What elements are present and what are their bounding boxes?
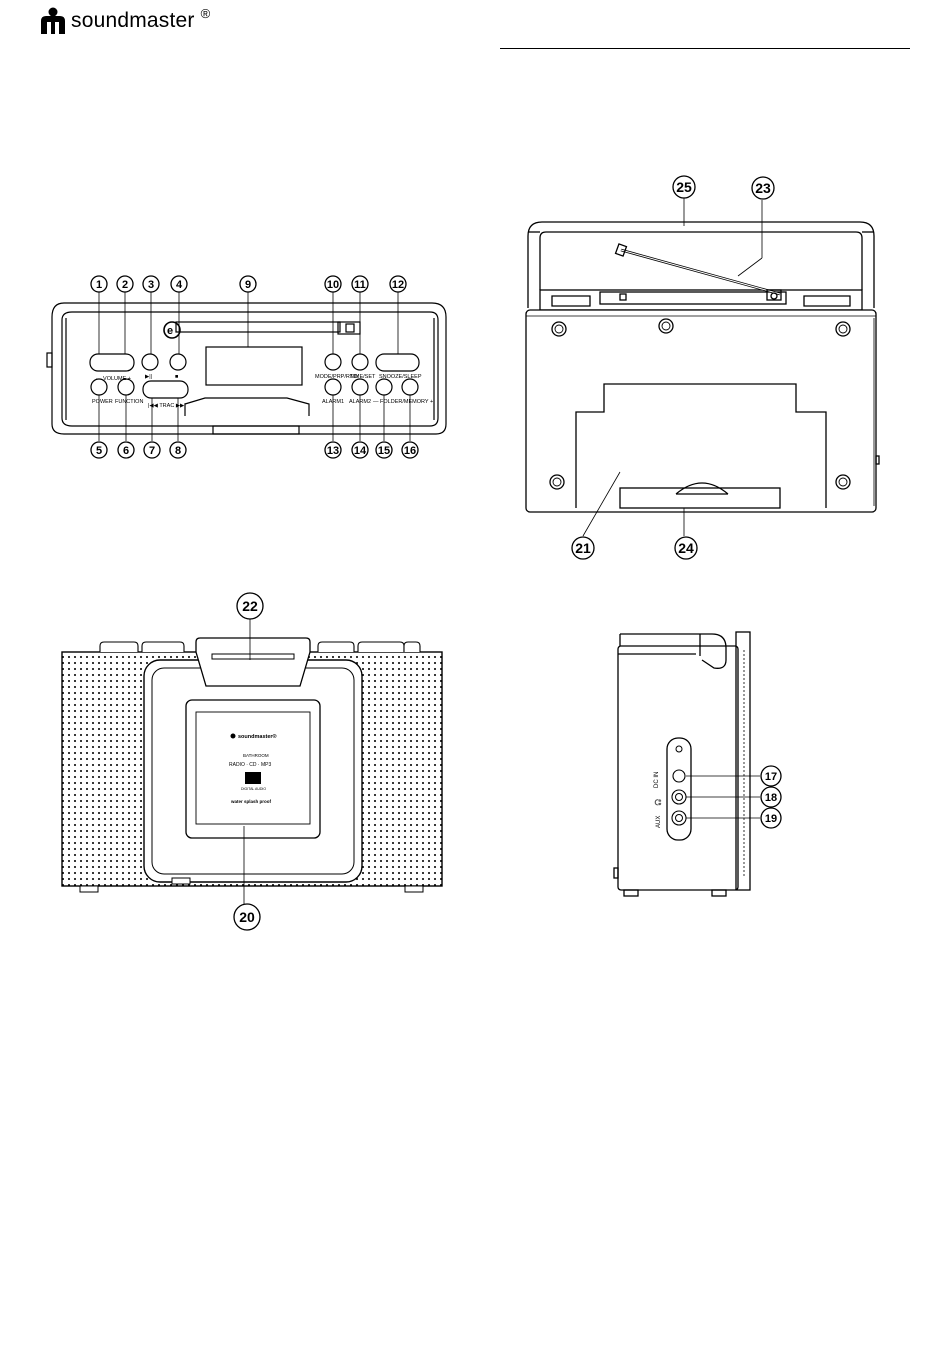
- top-panel-callouts: [99, 292, 410, 441]
- callout-number-6: 6: [123, 445, 129, 457]
- callout-number-17: 17: [765, 771, 777, 783]
- headphone-icon: 🎧: [654, 799, 662, 806]
- volume-button: [90, 354, 134, 371]
- aux-label: AUX: [656, 816, 662, 828]
- callout-number-13: 13: [327, 445, 339, 457]
- track-button: [143, 381, 188, 398]
- play-pause-label: ▶||: [145, 374, 152, 380]
- callout-number-21: 21: [575, 540, 591, 556]
- memory-plus-button: [402, 379, 418, 395]
- alarm2-button: [352, 379, 368, 395]
- snooze-button: [376, 354, 419, 371]
- callout-number-12: 12: [392, 279, 404, 291]
- disc-logo-icon: [245, 772, 261, 784]
- callout-number-11: 11: [354, 279, 366, 291]
- door-brand-text: soundmaster®: [238, 733, 277, 740]
- volume-label: — VOLUME +: [96, 376, 131, 382]
- stop-label: ■: [175, 374, 178, 380]
- callout-number-24: 24: [678, 540, 694, 556]
- back-view: [526, 198, 879, 536]
- play-pause-button: [142, 354, 158, 370]
- door-logo-icon: [231, 734, 236, 739]
- stop-button: [170, 354, 186, 370]
- door-slogan-text: water splash proof: [230, 799, 272, 804]
- time-set-label: TIME/SET: [350, 374, 376, 380]
- callout-number-10: 10: [327, 279, 339, 291]
- side-view: [614, 632, 760, 896]
- callout-number-3: 3: [148, 279, 154, 291]
- side-callout-badges: 17 18 19: [761, 766, 781, 828]
- front-view: soundmaster® BATHROOM RADIO · CD · MP3 D…: [62, 618, 442, 904]
- top-panel-view: e: [47, 303, 446, 434]
- callout-number-23: 23: [755, 180, 771, 196]
- callout-number-19: 19: [765, 813, 777, 825]
- callout-number-25: 25: [676, 179, 692, 195]
- track-label: |◀◀ TRAC ▶▶|: [148, 403, 186, 409]
- callout-number-16: 16: [404, 445, 416, 457]
- callout-number-7: 7: [149, 445, 155, 457]
- callout-number-4: 4: [176, 279, 183, 291]
- folder-minus-button: [376, 379, 392, 395]
- door-model-text: BATHROOM: [243, 753, 269, 758]
- callout-number-15: 15: [378, 445, 390, 457]
- function-label: FUNCTION: [115, 399, 143, 405]
- door-sources-text: RADIO · CD · MP3: [229, 762, 271, 768]
- callout-number-2: 2: [122, 279, 128, 291]
- alarm1-button: [325, 379, 341, 395]
- time-set-button: [352, 354, 368, 370]
- callout-number-5: 5: [96, 445, 102, 457]
- callout-number-22: 22: [242, 598, 258, 614]
- dc-in-label: DC IN: [654, 772, 660, 788]
- disc-sub-text: DIGITAL AUDIO: [241, 787, 266, 791]
- mode-button: [325, 354, 341, 370]
- callout-number-18: 18: [765, 792, 777, 804]
- callout-number-9: 9: [245, 279, 251, 291]
- callout-number-14: 14: [354, 445, 367, 457]
- callout-number-8: 8: [175, 445, 181, 457]
- power-label: POWER: [92, 399, 113, 405]
- snooze-label: SNOOZE/SLEEP: [379, 374, 422, 380]
- callout-number-1: 1: [96, 279, 102, 291]
- folder-memory-label: — FOLDER/MEMORY +: [373, 399, 433, 405]
- callout-number-20: 20: [239, 909, 255, 925]
- svg-text:e: e: [167, 325, 173, 337]
